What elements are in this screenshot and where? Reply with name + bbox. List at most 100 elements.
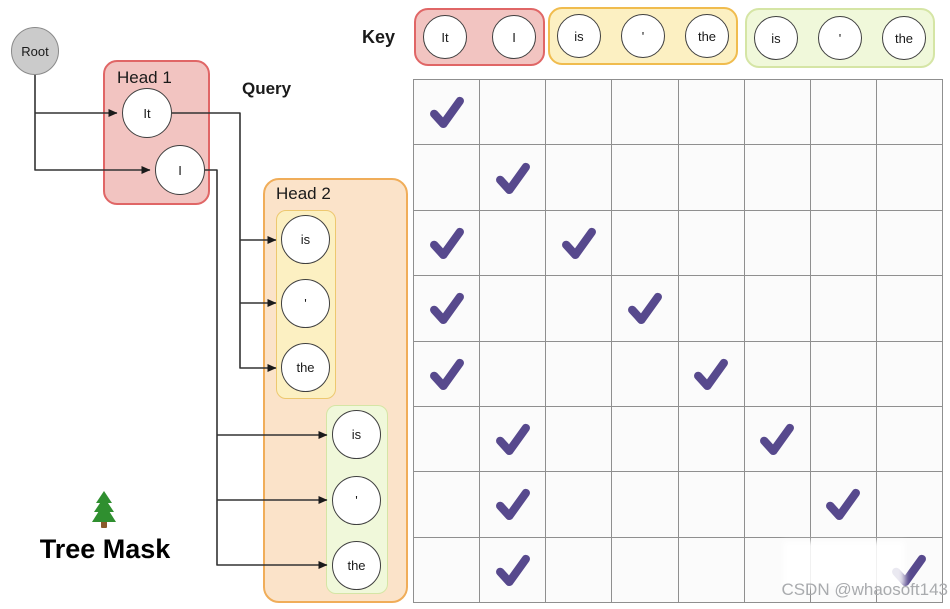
query-label: Query (242, 79, 292, 98)
mask-cell-It-is (744, 80, 810, 145)
root-node-label: Root (21, 43, 49, 59)
mask-cell-is-It (414, 210, 480, 276)
query-node-is-branch-i: is (332, 410, 381, 459)
mask-cell-is-' (612, 406, 678, 472)
query-node-the-branch-it: the (281, 343, 330, 392)
mask-cell-the-' (612, 341, 678, 406)
mask-cell-'-is (744, 472, 810, 537)
mask-cell-'-' (810, 472, 876, 537)
mask-cell-is-is (744, 406, 810, 472)
mask-cell-'-is (546, 472, 612, 537)
mask-cell-'-the (876, 276, 942, 341)
query-node-is-branch-it: is (281, 215, 330, 264)
check-icon (425, 286, 469, 330)
check-icon (425, 221, 469, 265)
node-label: It (441, 29, 449, 45)
mask-cell-'-the (678, 276, 744, 341)
node-label: is (771, 30, 781, 46)
mask-cell-the-' (810, 341, 876, 406)
mask-cell-is-' (810, 406, 876, 472)
mask-cell-is-' (612, 210, 678, 276)
key-group-head2-it-branch: is ' the (548, 7, 738, 65)
node-label: I (512, 29, 516, 45)
mask-cell-'-is (546, 276, 612, 341)
mask-cell-is-is (546, 210, 612, 276)
mask-cell-I-is (744, 145, 810, 210)
mask-cell-is-the (876, 210, 942, 276)
mask-cell-I-the (678, 145, 744, 210)
check-icon (491, 482, 535, 526)
mask-cell-It-the (876, 80, 942, 145)
check-icon (491, 417, 535, 461)
mask-cell-is-I (480, 406, 546, 472)
mask-cell-It-the (678, 80, 744, 145)
head1-label: Head 1 (117, 68, 172, 87)
head2-label: Head 2 (276, 184, 331, 203)
mask-cell-It-I (480, 80, 546, 145)
root-node: Root (11, 27, 59, 75)
mask-cell-is-the (678, 210, 744, 276)
query-node-i: I (155, 145, 205, 195)
node-label: I (178, 162, 182, 178)
mask-cell-'-I (480, 276, 546, 341)
check-icon (425, 352, 469, 396)
key-label: Key (362, 27, 396, 47)
mask-cell-'-' (810, 276, 876, 341)
key-node-the: the (685, 14, 729, 58)
mask-cell-I-' (612, 145, 678, 210)
mask-cell-I-is (546, 145, 612, 210)
node-label: the (296, 360, 315, 375)
mask-cell-'-It (414, 276, 480, 341)
mask-cell-the-the (678, 341, 744, 406)
mask-cell-I-' (810, 145, 876, 210)
key-node-the: the (882, 16, 926, 60)
mask-cell-'-the (678, 472, 744, 537)
mask-cell-is-It (414, 406, 480, 472)
mask-cell-is-is (546, 406, 612, 472)
check-icon (557, 221, 601, 265)
query-node-apostrophe-branch-i: ' (332, 476, 381, 525)
node-label: It (143, 105, 151, 121)
mask-cell-is-is (744, 210, 810, 276)
mask-cell-'-' (612, 472, 678, 537)
mask-cell-'-' (612, 276, 678, 341)
mask-cell-It-It (414, 80, 480, 145)
query-node-it: It (122, 88, 172, 138)
blur-patch (783, 541, 905, 587)
mask-cell-I-I (480, 145, 546, 210)
mask-cell-the-I (480, 341, 546, 406)
evergreen-tree-icon (92, 491, 116, 528)
mask-cell-the-' (612, 537, 678, 602)
query-node-apostrophe-branch-it: ' (281, 279, 330, 328)
mask-cell-'-the (876, 472, 942, 537)
node-label: ' (641, 28, 645, 44)
key-node-is: is (754, 16, 798, 60)
attention-mask-grid (413, 79, 943, 603)
node-label: is (300, 232, 311, 247)
watermark-text: CSDN @whaosoft143 (781, 580, 948, 599)
query-node-the-branch-i: the (332, 541, 381, 590)
mask-cell-the-is (546, 341, 612, 406)
mask-cell-'-is (744, 276, 810, 341)
mask-cell-the-is (744, 341, 810, 406)
mask-cell-is-I (480, 210, 546, 276)
mask-cell-'-It (414, 472, 480, 537)
key-group-head1: It I (414, 8, 545, 66)
node-label: ' (355, 493, 358, 508)
mask-cell-is-the (678, 406, 744, 472)
mask-cell-It-' (810, 80, 876, 145)
mask-cell-the-It (414, 537, 480, 602)
key-node-i: I (492, 15, 536, 59)
key-group-head2-i-branch: is ' the (745, 8, 935, 68)
node-label: is (351, 427, 362, 442)
check-icon (491, 548, 535, 592)
mask-cell-I-It (414, 145, 480, 210)
check-icon (425, 90, 469, 134)
check-icon (821, 482, 865, 526)
mask-cell-the-It (414, 341, 480, 406)
node-label: the (347, 558, 366, 573)
diagram-caption: Tree Mask (39, 534, 171, 564)
node-label: the (894, 30, 914, 46)
mask-cell-is-' (810, 210, 876, 276)
